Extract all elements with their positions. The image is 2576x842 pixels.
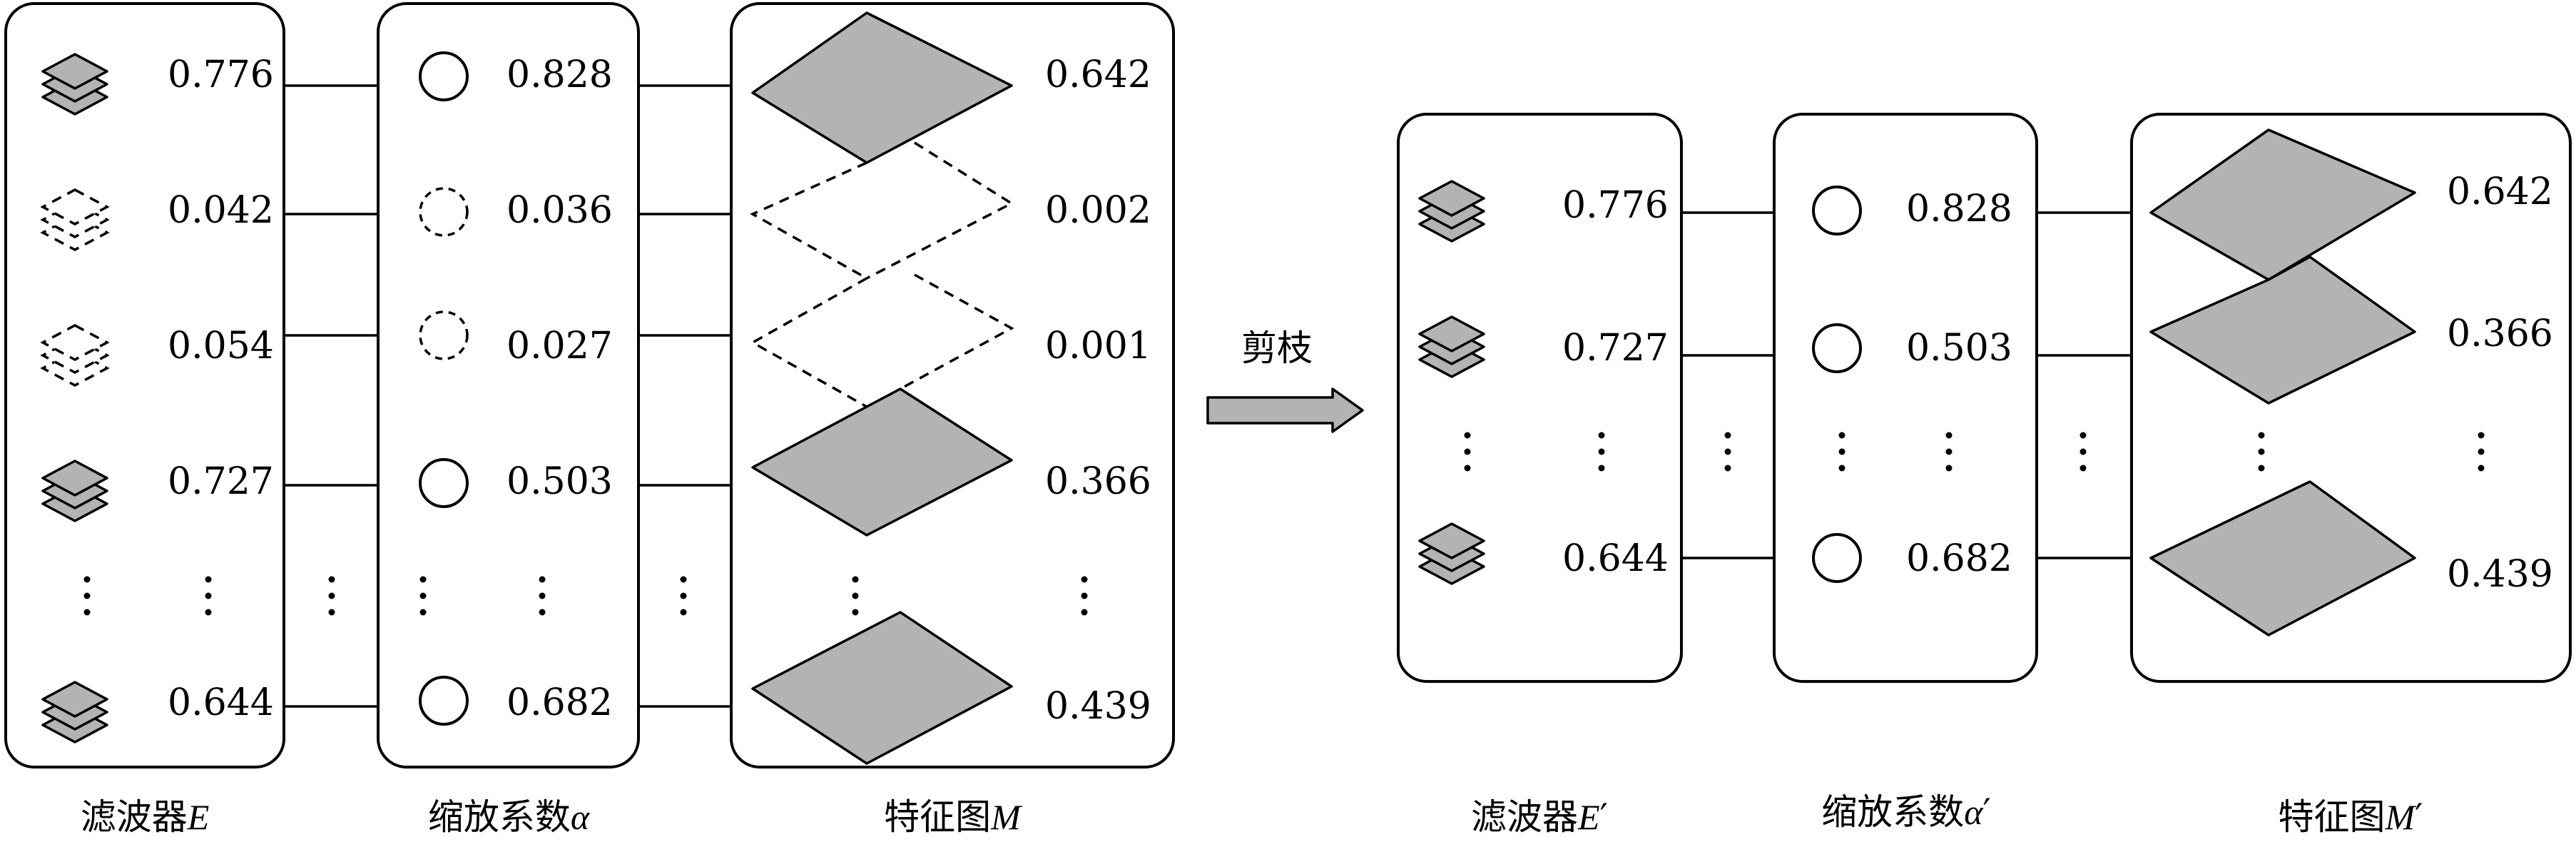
prune-label: 剪枝 <box>1241 328 1313 369</box>
ellipsis-pruned-link-2 <box>2079 432 2087 472</box>
ellipsis-link-1 <box>328 576 335 616</box>
filter-panel <box>4 2 285 769</box>
pruned-filter-value-2: 0.727 <box>1562 327 1669 370</box>
feature-map-panel <box>730 2 1175 769</box>
scale-icon-4 <box>419 458 469 508</box>
map-value-4: 0.366 <box>1045 460 1151 503</box>
arrow-shape <box>1206 387 1364 433</box>
pruned-map-value-3: 0.439 <box>2447 553 2553 596</box>
ellipsis-pruned-map-icons <box>2258 432 2265 472</box>
ellipsis-pruned-scale-icons <box>1838 432 1846 472</box>
scale-value-4: 0.503 <box>506 460 613 503</box>
right-ellipsis <box>1464 432 2485 472</box>
caption-filter: 滤波器E <box>81 796 210 838</box>
map-value-3: 0.001 <box>1045 325 1151 367</box>
pruned-scale-icon-1 <box>1812 186 1862 235</box>
feature-map-3-pruned-left <box>750 277 867 408</box>
map-value-2: 0.002 <box>1045 189 1151 232</box>
left-network: 0.776 0.042 0.054 0.727 0.644 0.828 0.03… <box>4 2 1175 838</box>
filter-icon-3-pruned <box>40 324 110 387</box>
pruned-scale-value-1: 0.828 <box>1906 188 2012 230</box>
ellipsis-filter-icons <box>83 576 91 616</box>
caption-pruned-filter: 滤波器E′ <box>1471 796 1608 838</box>
filter-icon-1 <box>41 53 108 116</box>
pruned-map-value-1: 0.642 <box>2447 171 2553 213</box>
ellipsis-pruned-scale-values <box>1945 432 1953 472</box>
filter-value-5: 0.644 <box>168 681 274 724</box>
caption-scale: 缩放系数α <box>428 796 591 838</box>
scale-icon-2-pruned <box>419 187 469 237</box>
pruned-filter-value-1: 0.776 <box>1562 184 1669 227</box>
ellipsis-map-values <box>1081 576 1088 616</box>
right-connections <box>1681 211 2132 559</box>
ellipsis-pruned-filter-values <box>1598 432 1605 472</box>
pruned-scale-icon-3 <box>1812 533 1862 583</box>
filter-value-3: 0.054 <box>168 325 274 367</box>
prune-arrow: 剪枝 <box>1206 328 1364 433</box>
right-network: 0.776 0.727 0.644 0.828 0.503 0.682 0.64… <box>1397 113 2572 838</box>
scale-value-1: 0.828 <box>506 54 613 96</box>
ellipsis-map-icons <box>852 576 859 616</box>
ellipsis-pruned-map-values <box>2478 432 2485 472</box>
pruned-filter-icon-1 <box>1418 180 1485 243</box>
feature-map-3-pruned-right <box>900 273 1014 390</box>
caption-pruned-feature-map: 特征图M′ <box>2278 796 2423 838</box>
ellipsis-pruned-filter-icons <box>1464 432 1471 472</box>
scale-value-3: 0.027 <box>506 325 613 367</box>
feature-map-2-pruned-left <box>750 161 867 280</box>
left-connections <box>284 84 731 708</box>
pruned-scale-value-3: 0.682 <box>1906 537 2012 580</box>
filter-icon-4 <box>41 460 108 522</box>
filter-value-1: 0.776 <box>168 54 274 96</box>
ellipsis-scale-values <box>539 576 546 616</box>
feature-map-4 <box>751 387 1013 537</box>
scale-icon-5 <box>419 676 469 726</box>
pruned-filter-value-3: 0.644 <box>1562 537 1669 580</box>
map-value-5: 0.439 <box>1045 685 1151 728</box>
filter-icon-2-pruned <box>40 188 110 251</box>
pruned-feature-map-2 <box>2149 255 2416 405</box>
pruned-map-value-2: 0.366 <box>2447 313 2553 355</box>
ellipsis-scale-icons <box>419 576 427 616</box>
ellipsis-filter-values <box>205 576 212 616</box>
scale-value-5: 0.682 <box>506 681 613 724</box>
filter-value-4: 0.727 <box>168 460 274 503</box>
scale-panel <box>377 2 640 769</box>
caption-feature-map: 特征图M <box>884 796 1022 838</box>
pruned-scale-icon-2 <box>1812 323 1862 373</box>
scale-icon-1 <box>419 51 469 101</box>
pruned-filter-icon-3 <box>1418 522 1485 585</box>
scale-value-2: 0.036 <box>506 189 613 232</box>
pruned-scale-value-2: 0.503 <box>1906 327 2012 370</box>
scale-icon-3-pruned <box>419 310 469 360</box>
pruned-feature-map-3 <box>2149 480 2416 636</box>
map-value-1: 0.642 <box>1045 54 1151 96</box>
feature-map-2-pruned-right <box>866 141 1014 280</box>
pruned-filter-icon-2 <box>1418 315 1485 378</box>
caption-pruned-scale: 缩放系数α′ <box>1821 791 1991 833</box>
filter-icon-5 <box>41 681 108 744</box>
ellipsis-pruned-link-1 <box>1724 432 1731 472</box>
filter-value-2: 0.042 <box>168 189 274 232</box>
left-ellipsis <box>83 576 1088 616</box>
feature-map-5 <box>751 611 1013 765</box>
ellipsis-link-2 <box>680 576 687 616</box>
